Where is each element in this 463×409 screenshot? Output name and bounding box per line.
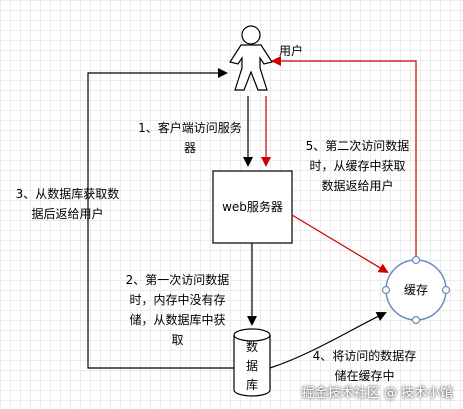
edge-database-to-user <box>87 68 234 369</box>
web-server-box <box>212 170 293 244</box>
database-icon <box>233 328 271 397</box>
user-label: 用户 <box>279 44 304 58</box>
cache-node <box>381 255 451 325</box>
web-server-label: web服务器 <box>222 200 283 214</box>
step3-label: 3、从数据库获取数 据后返给用户 <box>15 187 120 221</box>
edge-database-to-cache <box>269 311 387 369</box>
step1-label: 1、客户端访问服务 器 <box>138 121 242 155</box>
edge-cache-to-user <box>271 56 417 258</box>
step4-label: 4、将访问的数据存 储在缓存中 <box>312 349 417 383</box>
step5-label: 5、第二次访问数据 时，从缓存中获取 数据返给用户 <box>305 139 410 193</box>
user-icon <box>229 25 273 91</box>
step2-label: 2、第一次访问数据 时，内存中没有存 储，从数据库中获 取 <box>125 273 230 347</box>
edge-server-to-cache <box>291 214 389 274</box>
cache-label: 缓存 <box>403 283 428 297</box>
database-label: 数 据 库 <box>245 340 258 392</box>
watermark: 掘金技术社区 @ 技术小馆 <box>301 386 453 401</box>
